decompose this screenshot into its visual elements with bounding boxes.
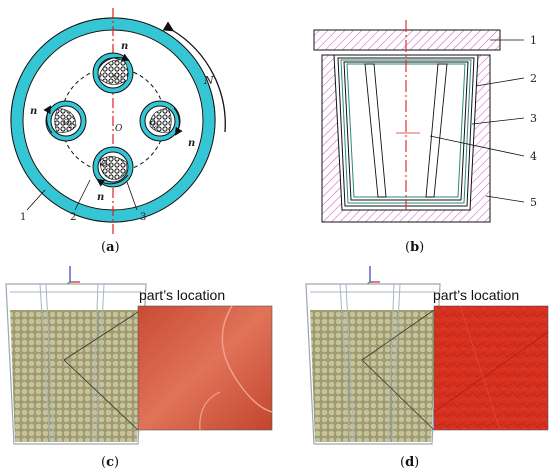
label-n-bottom: n (97, 192, 104, 203)
label-O2: O (63, 118, 70, 127)
label-n-left: n (30, 106, 37, 117)
barrel-top (92, 52, 134, 94)
container-liners (337, 57, 475, 207)
label-N: N (203, 74, 214, 87)
caption-c-letter: c (106, 455, 114, 470)
surface-zoom-c (137, 305, 273, 431)
barrel-bottom (92, 146, 134, 188)
label-O4-sub: 4 (154, 123, 159, 130)
label-num-1: 1 (20, 212, 26, 223)
panel-c-simulation (5, 266, 273, 445)
caption-c-open: ( (101, 455, 107, 470)
bead-bed-d (310, 310, 438, 442)
label-b-3: 3 (530, 112, 537, 125)
label-b-1: 1 (530, 34, 537, 47)
caption-b-letter: b (410, 240, 420, 255)
caption-b-open: ( (405, 240, 411, 255)
caption-d: (d) (400, 455, 419, 470)
label-O3: O (101, 159, 108, 168)
caption-c-close: ) (114, 455, 120, 470)
caption-a-open: ( (101, 240, 107, 255)
caption-b: (b) (405, 240, 424, 255)
drum-rotation-arrow (162, 21, 226, 133)
label-O3-sub: 3 (107, 164, 111, 171)
panel-d-simulation (305, 266, 549, 445)
caption-a: (a) (101, 240, 120, 255)
panel-b-cross-section: 1 2 3 4 5 (313, 20, 537, 223)
location-label-d: part’s location (433, 287, 520, 303)
caption-d-close: ) (414, 455, 420, 470)
caption-a-letter: a (106, 240, 115, 255)
label-b-2: 2 (530, 72, 537, 85)
label-n-top: n (121, 41, 128, 52)
label-num-2: 2 (70, 212, 76, 223)
bead-bed-c (10, 310, 144, 442)
container-body (321, 54, 491, 223)
label-O-center: O (115, 124, 123, 134)
label-b-5: 5 (530, 196, 537, 209)
axes-triad-icon (63, 266, 80, 287)
axes-triad-icon (363, 266, 380, 287)
barrel-left (43, 100, 87, 142)
panel-a-drum-diagram: N n n n n O 1 O 2 O 3 O 4 O 1 (10, 8, 226, 234)
surface-zoom-d (433, 305, 549, 431)
internal-vanes (364, 63, 448, 198)
caption-b-close: ) (419, 240, 425, 255)
label-O2-sub: 2 (68, 123, 73, 130)
barrel-right (139, 100, 183, 142)
label-n-right: n (188, 138, 195, 149)
location-label-c: part’s location (139, 287, 226, 303)
label-O1: O (113, 72, 120, 81)
caption-d-open: ( (400, 455, 406, 470)
label-O4: O (149, 118, 156, 127)
caption-c: (c) (101, 455, 119, 470)
caption-d-letter: d (405, 455, 415, 470)
label-num-3: 3 (140, 212, 146, 223)
label-b-4: 4 (530, 150, 537, 163)
label-O1-sub: 1 (119, 77, 123, 84)
container-lid (313, 29, 501, 51)
caption-a-close: ) (114, 240, 120, 255)
